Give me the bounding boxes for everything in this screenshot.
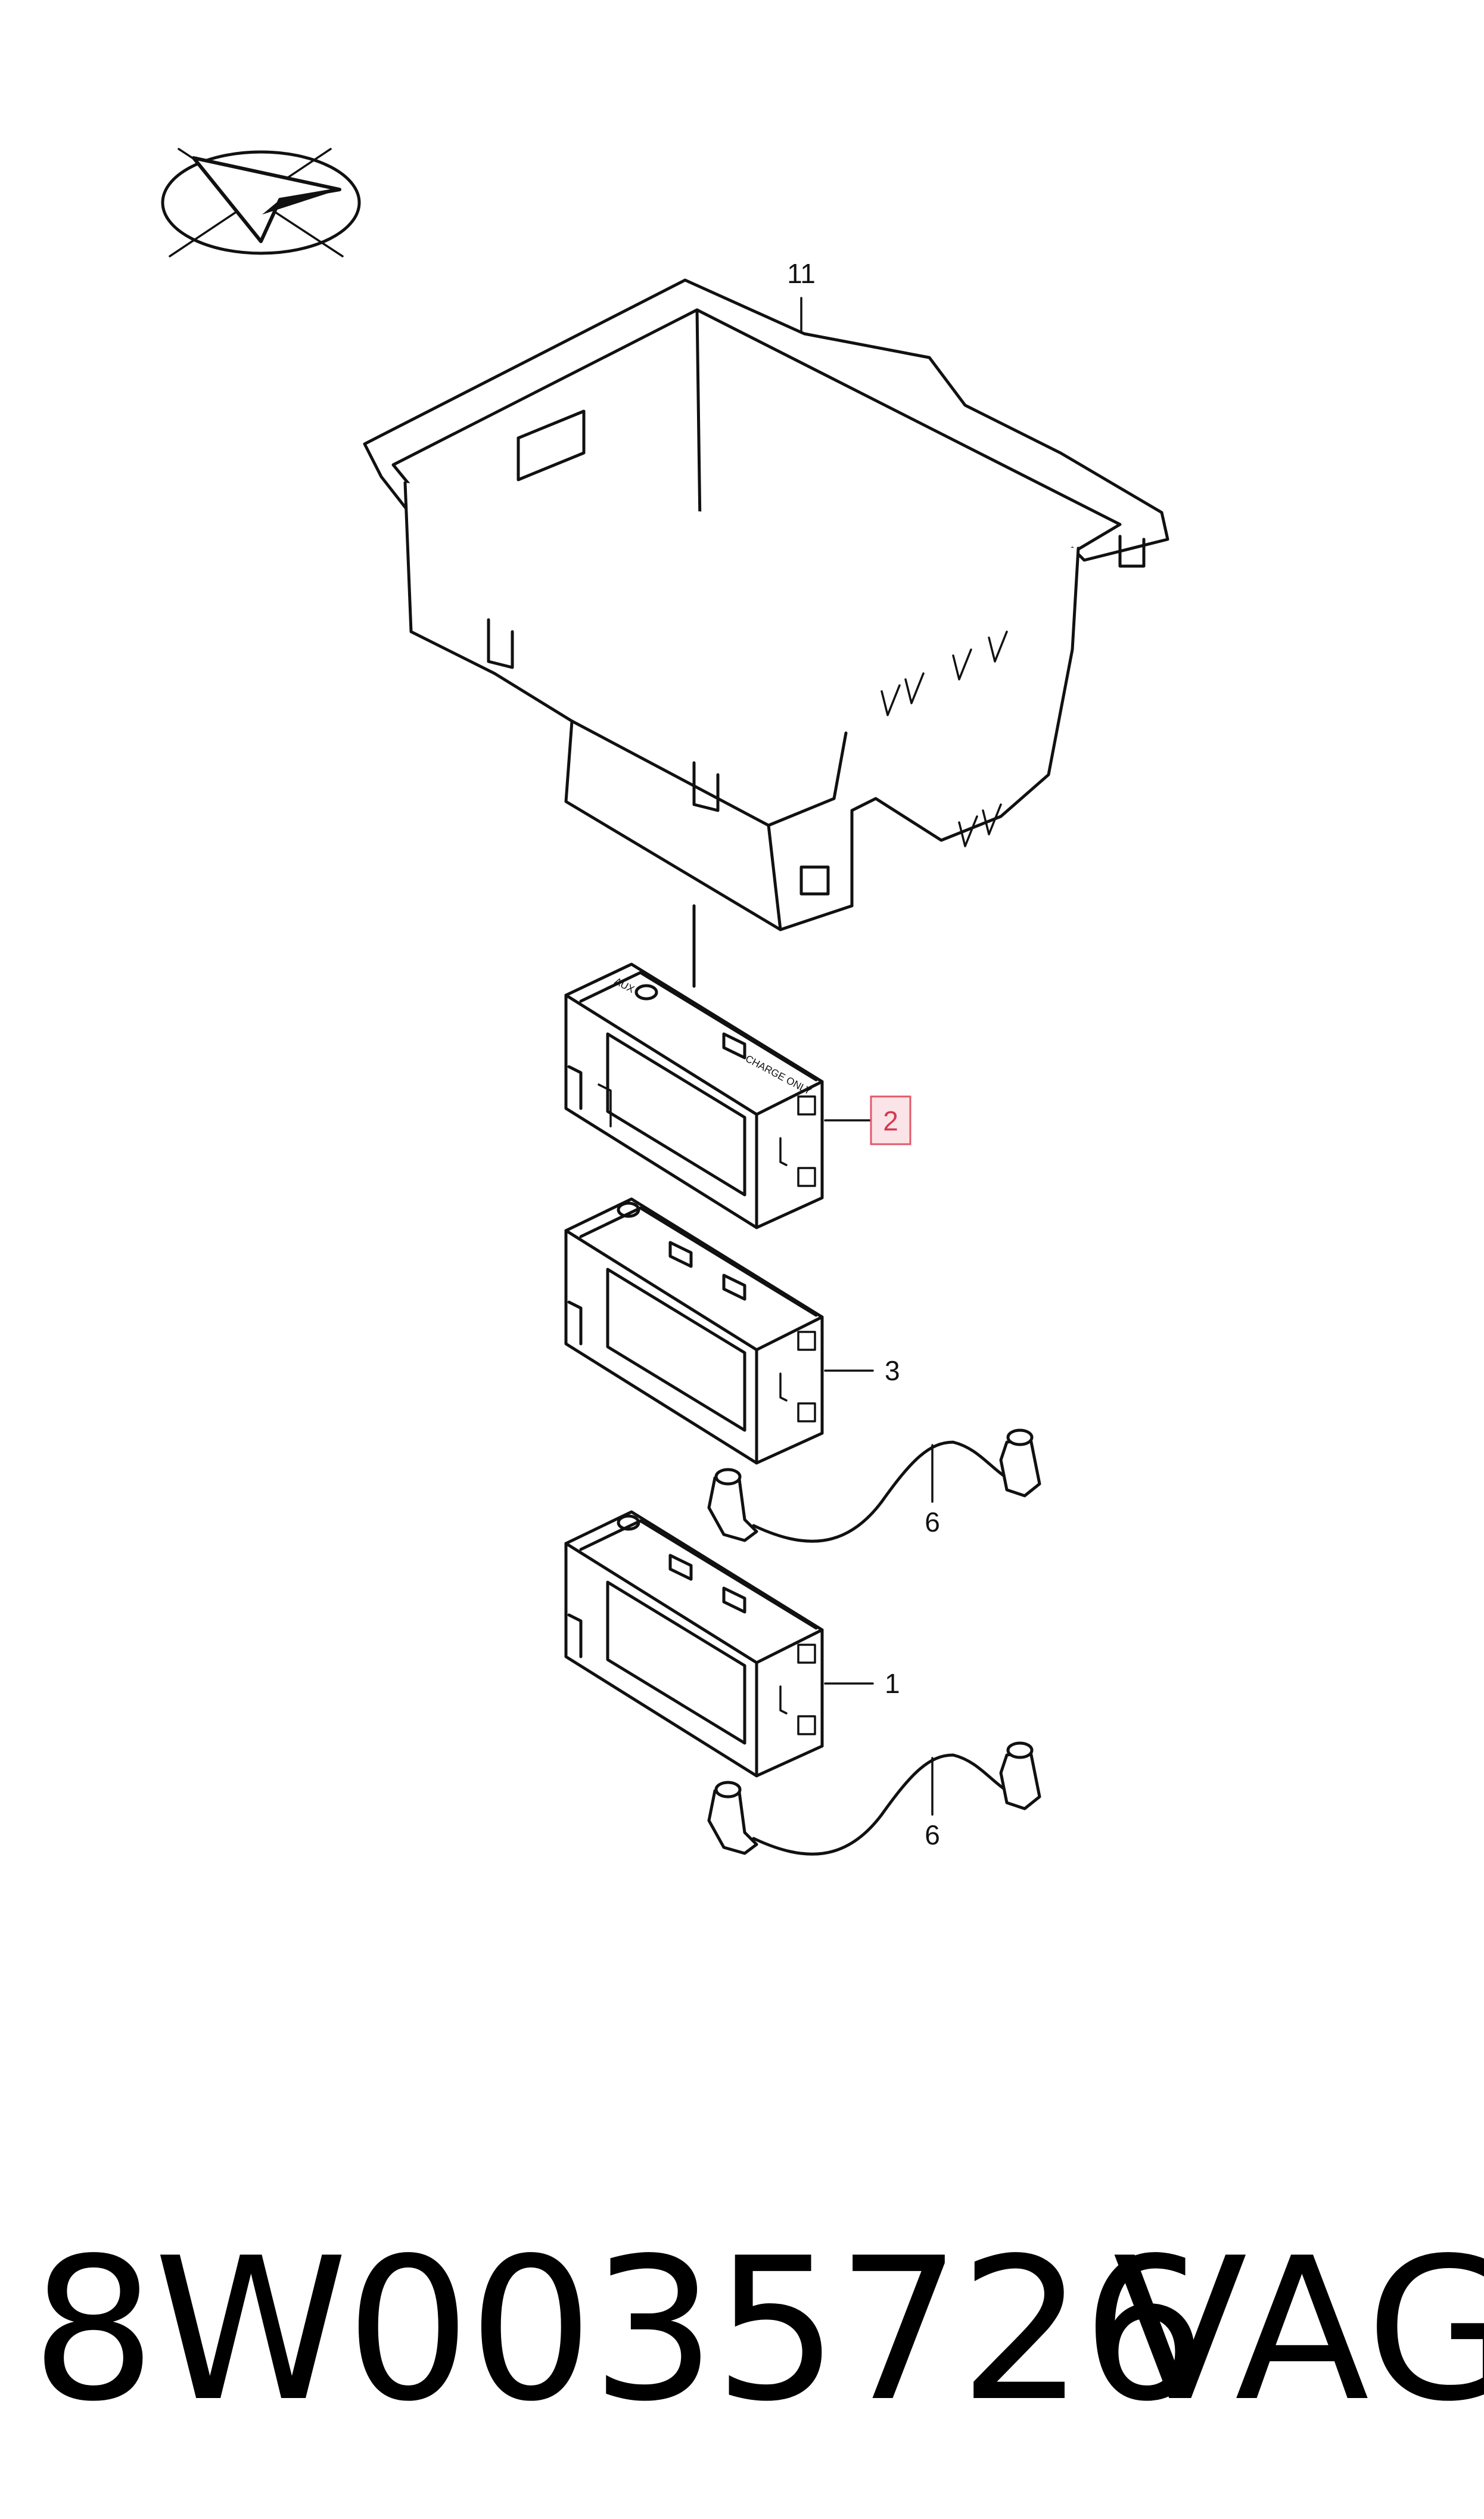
footer: 8W0035726 VAG [0,2217,1484,2443]
usb-aux-module-1 [564,1510,824,1778]
callout-11: 11 [787,258,816,289]
part-number: 8W0035726 [31,2216,1207,2445]
usb-cable-lower [707,1741,1041,1856]
callout-6b: 6 [925,1819,940,1850]
usb-cable-upper [707,1428,1041,1543]
storage-tray-part [363,278,1169,931]
callout-1: 1 [885,1668,900,1699]
callout-2-highlight [870,1095,911,1145]
callout-2: 2 [883,1105,898,1136]
usb-aux-module-charge-only: AUX CHARGE ONLY [564,962,824,1229]
direction-arrow-icon [161,148,361,257]
usb-aux-module-3 [564,1197,824,1465]
brand-name: VAG [1113,2216,1484,2445]
callout-3: 3 [885,1355,900,1386]
callout-6a: 6 [925,1507,940,1538]
